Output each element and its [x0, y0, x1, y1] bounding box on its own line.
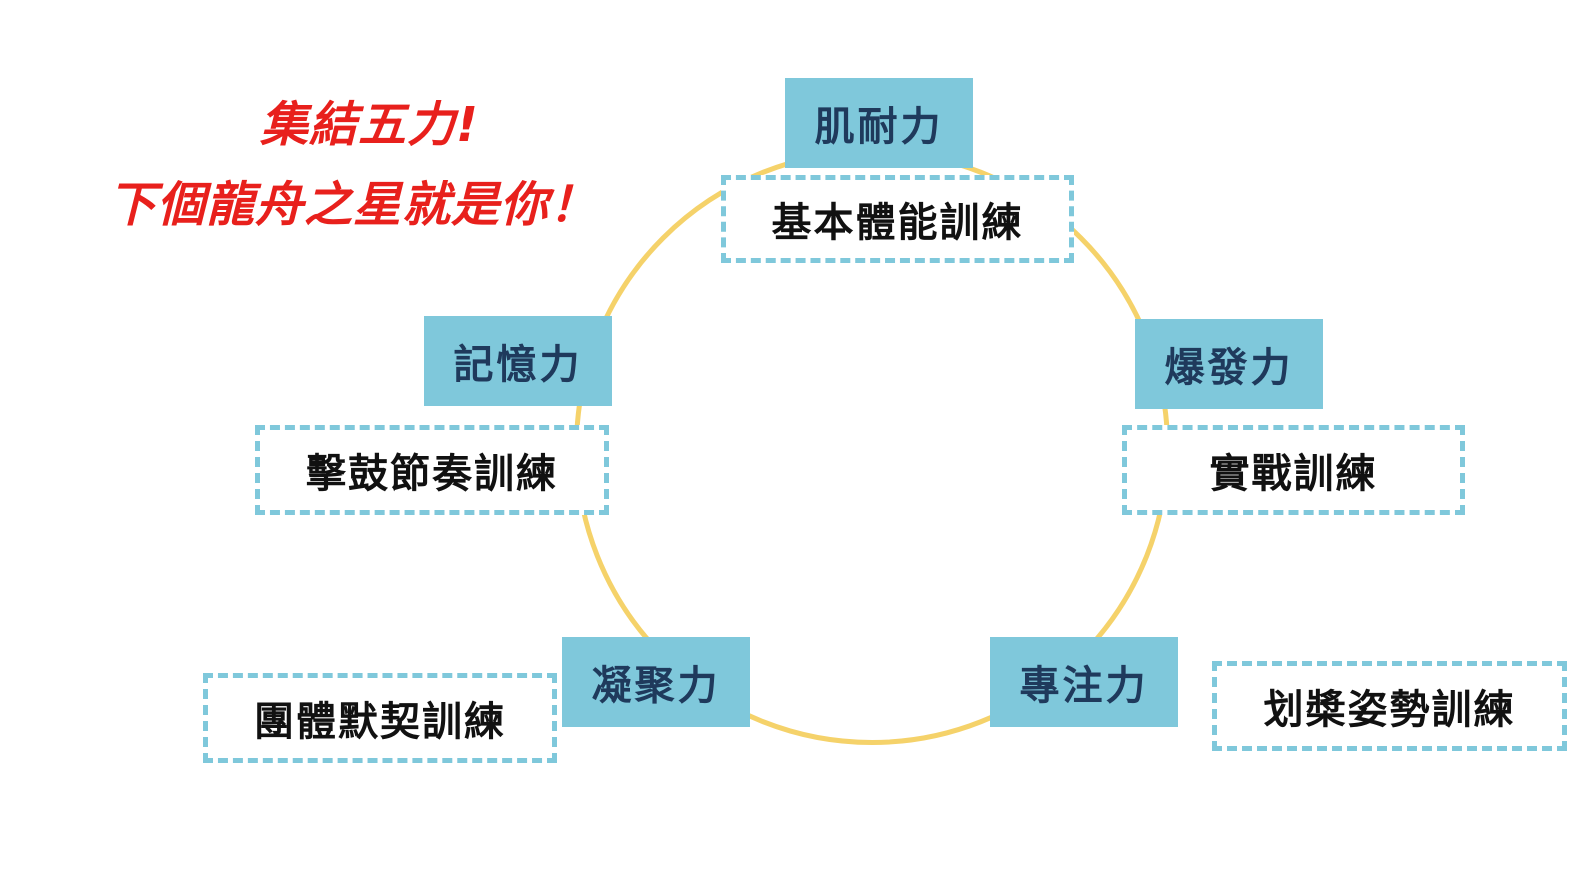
- training-box-teamwork: 團體默契訓練: [203, 673, 557, 763]
- force-box-endurance: 肌耐力: [785, 78, 973, 168]
- training-box-basic-fitness: 基本體能訓練: [721, 175, 1074, 263]
- force-box-memory: 記憶力: [424, 316, 612, 406]
- title-line-2: 下個龍舟之星就是你！: [108, 177, 599, 233]
- training-box-practical: 實戰訓練: [1122, 425, 1465, 515]
- training-box-drum-rhythm: 擊鼓節奏訓練: [255, 425, 609, 515]
- title-line-1: 集結五力!: [260, 97, 479, 153]
- training-box-paddling-posture: 划槳姿勢訓練: [1212, 661, 1567, 751]
- force-box-cohesion: 凝聚力: [562, 637, 750, 727]
- force-box-focus: 專注力: [990, 637, 1178, 727]
- force-box-explosive-power: 爆發力: [1135, 319, 1323, 409]
